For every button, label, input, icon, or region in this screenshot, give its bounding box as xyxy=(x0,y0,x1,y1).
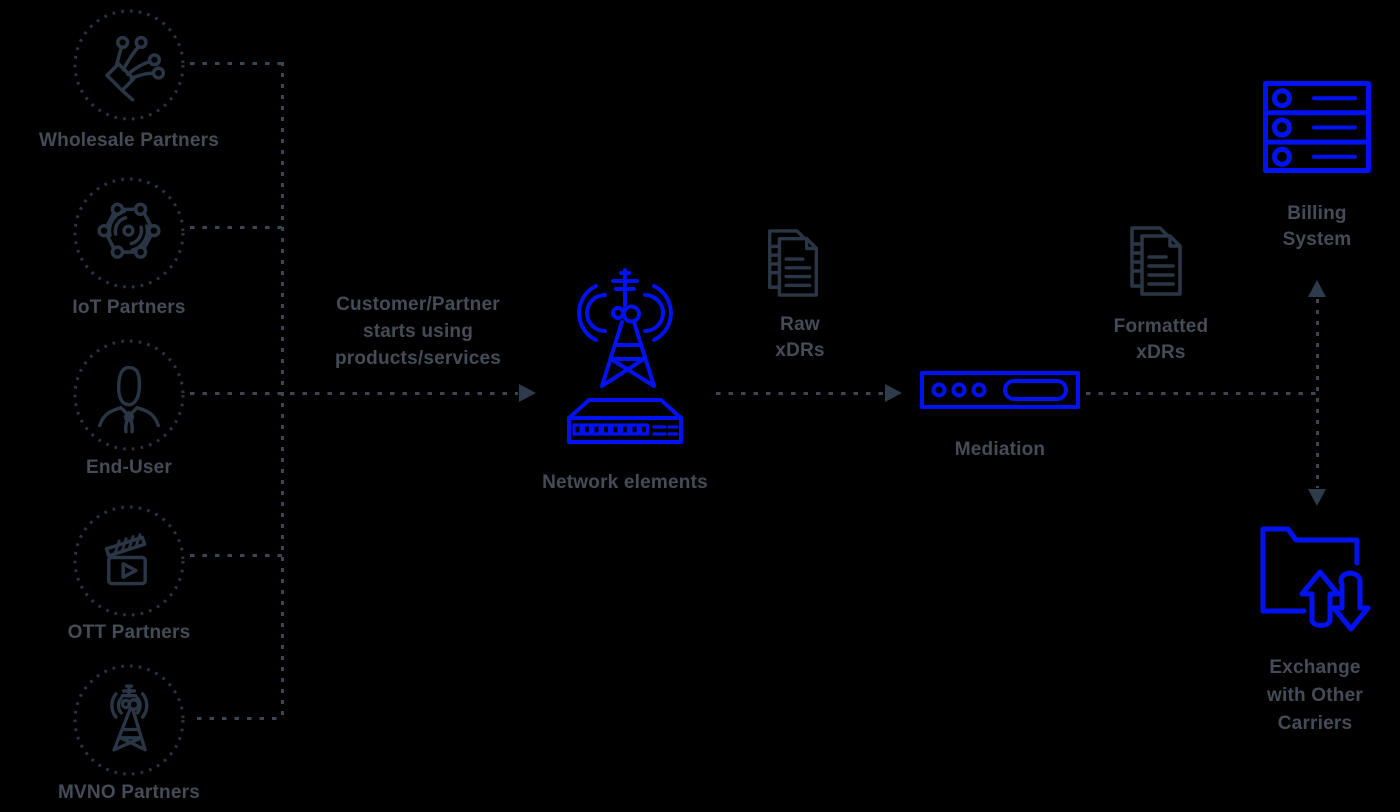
dotted-flow-line-2 xyxy=(716,392,885,395)
dotted-circle xyxy=(73,9,185,121)
arrowhead-right-icon xyxy=(885,384,902,402)
exchange-label: Exchange with Other Carriers xyxy=(1267,657,1363,734)
iot-network-icon xyxy=(97,202,161,259)
dotted-connector-wholesale xyxy=(190,62,283,65)
dotted-circle xyxy=(73,339,185,451)
dotted-bus-vertical xyxy=(281,62,284,719)
partner-mvno xyxy=(73,664,185,776)
dotted-connector-mvno xyxy=(197,717,283,720)
server-rack-icon xyxy=(1263,81,1371,173)
arrowhead-down-icon xyxy=(1308,489,1326,506)
person-icon xyxy=(98,365,160,434)
formatted-xdrs-label: Formatted xDRs xyxy=(1113,316,1209,363)
arrowhead-up-icon xyxy=(1308,280,1326,297)
partner-mvno-label: MVNO Partners xyxy=(58,782,200,803)
dotted-circle xyxy=(73,505,185,617)
partner-wholesale xyxy=(73,9,185,121)
clapperboard-icon xyxy=(104,533,147,586)
cell-tower-switch-icon xyxy=(567,268,683,444)
dotted-flow-line-1 xyxy=(190,392,518,395)
radio-tower-icon xyxy=(110,684,149,752)
partner-ott-label: OTT Partners xyxy=(67,622,191,643)
partner-end-user xyxy=(73,339,185,451)
partner-iot xyxy=(73,177,185,289)
dotted-circle xyxy=(73,177,185,289)
stacked-documents-icon xyxy=(1130,226,1182,296)
dotted-connector-ott xyxy=(190,554,283,557)
partner-end-user-label: End-User xyxy=(85,457,173,478)
dotted-flow-line-3 xyxy=(1086,392,1317,395)
arrowhead-right-icon xyxy=(519,384,536,402)
raw-xdrs-label: Raw xDRs xyxy=(775,314,825,361)
stacked-documents-icon xyxy=(768,229,819,297)
billing-system-label: Billing System xyxy=(1282,203,1352,250)
dotted-branch-vertical xyxy=(1316,299,1319,488)
network-elements-label: Network elements xyxy=(542,472,708,493)
fiber-cables-icon xyxy=(105,35,166,102)
partner-ott xyxy=(73,505,185,617)
partner-wholesale-label: Wholesale Partners xyxy=(39,130,219,151)
dotted-connector-iot xyxy=(190,226,283,229)
mediation-device-icon xyxy=(920,371,1080,409)
trigger-text: Customer/Partner starts using products/s… xyxy=(334,294,502,369)
dotted-circle xyxy=(73,664,185,776)
folder-sync-arrows-icon xyxy=(1260,526,1371,632)
mediation-label: Mediation xyxy=(954,439,1046,460)
partner-iot-label: IoT Partners xyxy=(72,297,186,318)
